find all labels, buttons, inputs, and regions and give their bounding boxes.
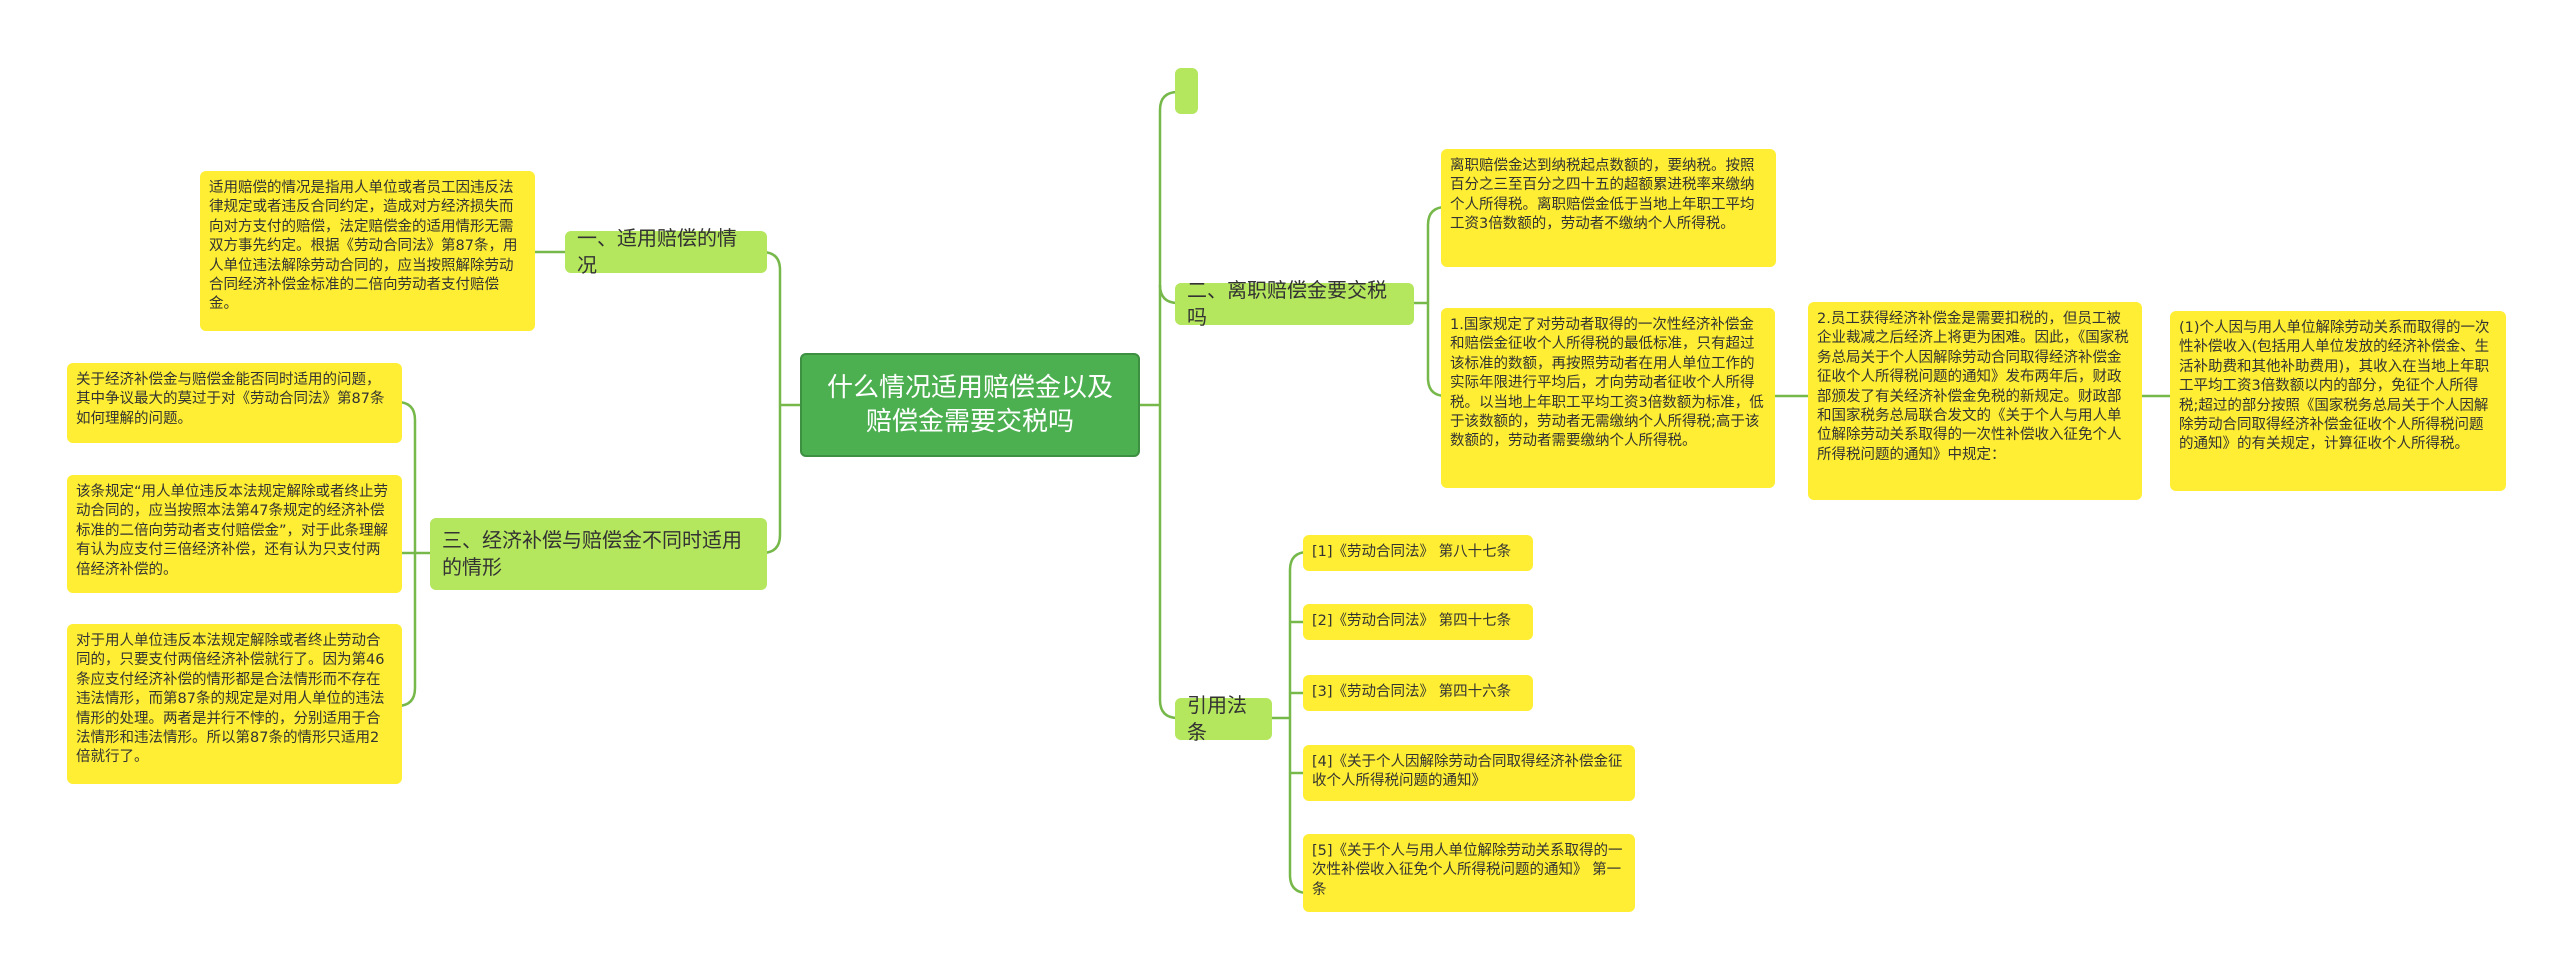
ref-text: [5]《关于个人与用人单位解除劳动关系取得的一次性补偿收入征免个人所得税问题的通…	[1312, 843, 1623, 898]
branch-not-concurrent[interactable]: 三、经济补偿与赔偿金不同时适用的情形	[430, 518, 767, 590]
ref-text: [1]《劳动合同法》 第八十七条	[1312, 544, 1512, 560]
branch-applicable-compensation[interactable]: 一、适用赔偿的情况	[565, 226, 767, 277]
leaf-applicable-compensation[interactable]: 适用赔偿的情况是指用人单位或者员工因违反法律规定或者违反合同约定，造成对方经济损…	[200, 171, 535, 331]
leaf-text: 离职赔偿金达到纳税起点数额的，要纳税。按照百分之三至百分之四十五的超额累进税率来…	[1450, 158, 1755, 233]
leaf-text: (1)个人因与用人单位解除劳动关系而取得的一次性补偿收入(包括用人单位发放的经济…	[2179, 320, 2490, 453]
leaf-text: 1.国家规定了对劳动者取得的一次性经济补偿金和赔偿金征收个人所得税的最低标准，只…	[1450, 317, 1764, 450]
ref-text: [4]《关于个人因解除劳动合同取得经济补偿金征收个人所得税问题的通知》	[1312, 754, 1623, 790]
leaf-text: 对于用人单位违反本法规定解除或者终止劳动合同的，只要支付两倍经济补偿就行了。因为…	[76, 633, 385, 766]
leaf-tax-1[interactable]: 离职赔偿金达到纳税起点数额的，要纳税。按照百分之三至百分之四十五的超额累进税率来…	[1441, 149, 1776, 267]
leaf-tax-3[interactable]: 2.员工获得经济补偿金是需要扣税的，但员工被企业裁减之后经济上将更为困难。因此，…	[1808, 302, 2142, 500]
branch-empty[interactable]	[1175, 68, 1198, 114]
ref-item[interactable]: [3]《劳动合同法》 第四十六条	[1303, 675, 1533, 711]
branch-label: 一、适用赔偿的情况	[577, 226, 737, 277]
leaf-tax-4[interactable]: (1)个人因与用人单位解除劳动关系而取得的一次性补偿收入(包括用人单位发放的经济…	[2170, 311, 2506, 491]
root-topic-label: 什么情况适用赔偿金以及赔偿金需要交税吗	[826, 373, 1113, 437]
ref-text: [3]《劳动合同法》 第四十六条	[1312, 684, 1512, 700]
ref-item[interactable]: [2]《劳动合同法》 第四十七条	[1303, 604, 1533, 640]
leaf-text: 该条规定“用人单位违反本法规定解除或者终止劳动合同的，应当按照本法第47条规定的…	[76, 484, 389, 578]
branch-cited-laws[interactable]: 引用法条	[1175, 693, 1272, 744]
branch-label: 二、离职赔偿金要交税吗	[1187, 278, 1387, 329]
branch-label: 三、经济补偿与赔偿金不同时适用的情形	[442, 528, 742, 579]
leaf-not-concurrent-1[interactable]: 关于经济补偿金与赔偿金能否同时适用的问题，其中争议最大的莫过于对《劳动合同法》第…	[67, 363, 402, 443]
ref-item[interactable]: [1]《劳动合同法》 第八十七条	[1303, 535, 1533, 571]
ref-item[interactable]: [5]《关于个人与用人单位解除劳动关系取得的一次性补偿收入征免个人所得税问题的通…	[1303, 834, 1635, 912]
leaf-text: 关于经济补偿金与赔偿金能否同时适用的问题，其中争议最大的莫过于对《劳动合同法》第…	[76, 372, 385, 427]
leaf-not-concurrent-3[interactable]: 对于用人单位违反本法规定解除或者终止劳动合同的，只要支付两倍经济补偿就行了。因为…	[67, 624, 402, 784]
ref-text: [2]《劳动合同法》 第四十七条	[1312, 613, 1512, 629]
leaf-text: 2.员工获得经济补偿金是需要扣税的，但员工被企业裁减之后经济上将更为困难。因此，…	[1817, 311, 2129, 463]
leaf-not-concurrent-2[interactable]: 该条规定“用人单位违反本法规定解除或者终止劳动合同的，应当按照本法第47条规定的…	[67, 475, 402, 593]
leaf-text: 适用赔偿的情况是指用人单位或者员工因违反法律规定或者违反合同约定，造成对方经济损…	[209, 180, 518, 313]
branch-tax-on-compensation[interactable]: 二、离职赔偿金要交税吗	[1175, 278, 1414, 329]
branch-label: 引用法条	[1187, 693, 1247, 744]
root-topic[interactable]: 什么情况适用赔偿金以及赔偿金需要交税吗	[800, 353, 1140, 457]
leaf-tax-2[interactable]: 1.国家规定了对劳动者取得的一次性经济补偿金和赔偿金征收个人所得税的最低标准，只…	[1441, 308, 1775, 488]
ref-item[interactable]: [4]《关于个人因解除劳动合同取得经济补偿金征收个人所得税问题的通知》	[1303, 745, 1635, 801]
